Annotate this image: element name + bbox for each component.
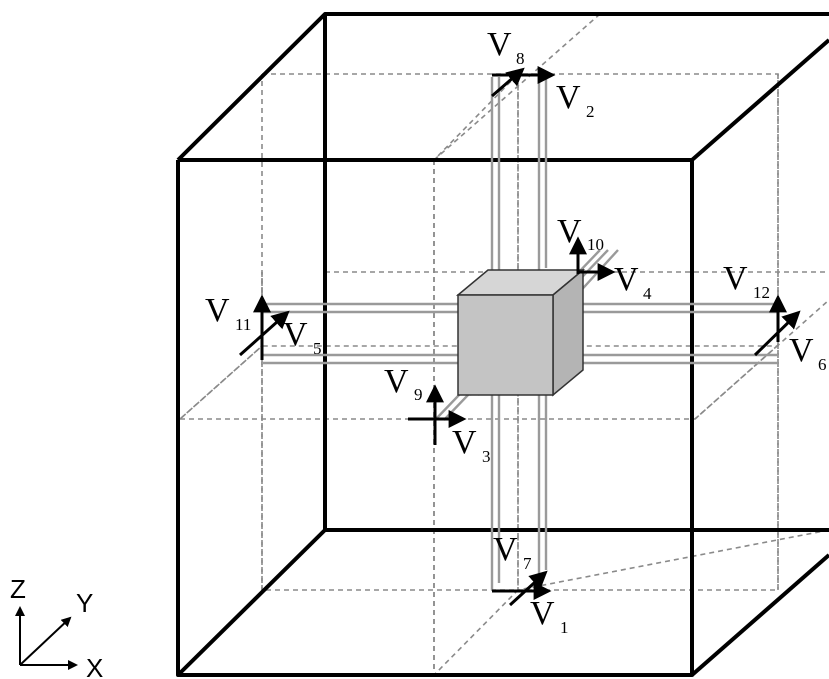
y-axis-label: Y bbox=[76, 588, 93, 618]
v11-label-main: V bbox=[205, 292, 230, 329]
v4-label-main: V bbox=[614, 261, 639, 298]
y-axis-arrow bbox=[19, 616, 72, 666]
v7-arrow bbox=[508, 570, 548, 607]
v9-label-main: V bbox=[384, 363, 409, 400]
vector-arrows bbox=[239, 66, 801, 607]
v7-label-sub: 7 bbox=[523, 554, 532, 573]
v11-label-sub: 11 bbox=[235, 315, 251, 334]
v8-label-sub: 8 bbox=[516, 49, 525, 68]
v5-label-sub: 5 bbox=[313, 339, 322, 358]
v4-label-sub: 4 bbox=[643, 284, 652, 303]
v6-label-sub: 6 bbox=[818, 355, 827, 374]
vector-labels: V 8 V 2 V 10 V 4 V 12 V 6 V 11 V 5 V 9 V… bbox=[205, 26, 827, 637]
v1-label-main: V bbox=[530, 595, 555, 632]
z-axis-label: Z bbox=[10, 574, 26, 604]
v5-arrow bbox=[239, 310, 290, 357]
v2-label-sub: 2 bbox=[586, 102, 595, 121]
v10-label-main: V bbox=[557, 213, 582, 250]
axis-gizmo: Z Y X bbox=[10, 574, 103, 679]
v1-label-sub: 1 bbox=[560, 618, 569, 637]
v8-label-main: V bbox=[487, 26, 512, 63]
v10-label-sub: 10 bbox=[587, 235, 604, 254]
v5-label-main: V bbox=[283, 316, 308, 353]
x-axis-label: X bbox=[86, 653, 103, 679]
v12-label-sub: 12 bbox=[753, 283, 770, 302]
v3-label-sub: 3 bbox=[482, 447, 491, 466]
connector-bars bbox=[262, 77, 778, 590]
v6-arrow bbox=[753, 310, 801, 357]
center-cube bbox=[455, 268, 586, 397]
v6-label-main: V bbox=[789, 332, 814, 369]
v3-label-main: V bbox=[452, 424, 477, 461]
v9-label-sub: 9 bbox=[414, 385, 423, 404]
v2-label-main: V bbox=[556, 79, 581, 116]
outer-cube bbox=[176, 12, 829, 677]
v12-label-main: V bbox=[723, 260, 748, 297]
v7-label-main: V bbox=[493, 531, 518, 568]
